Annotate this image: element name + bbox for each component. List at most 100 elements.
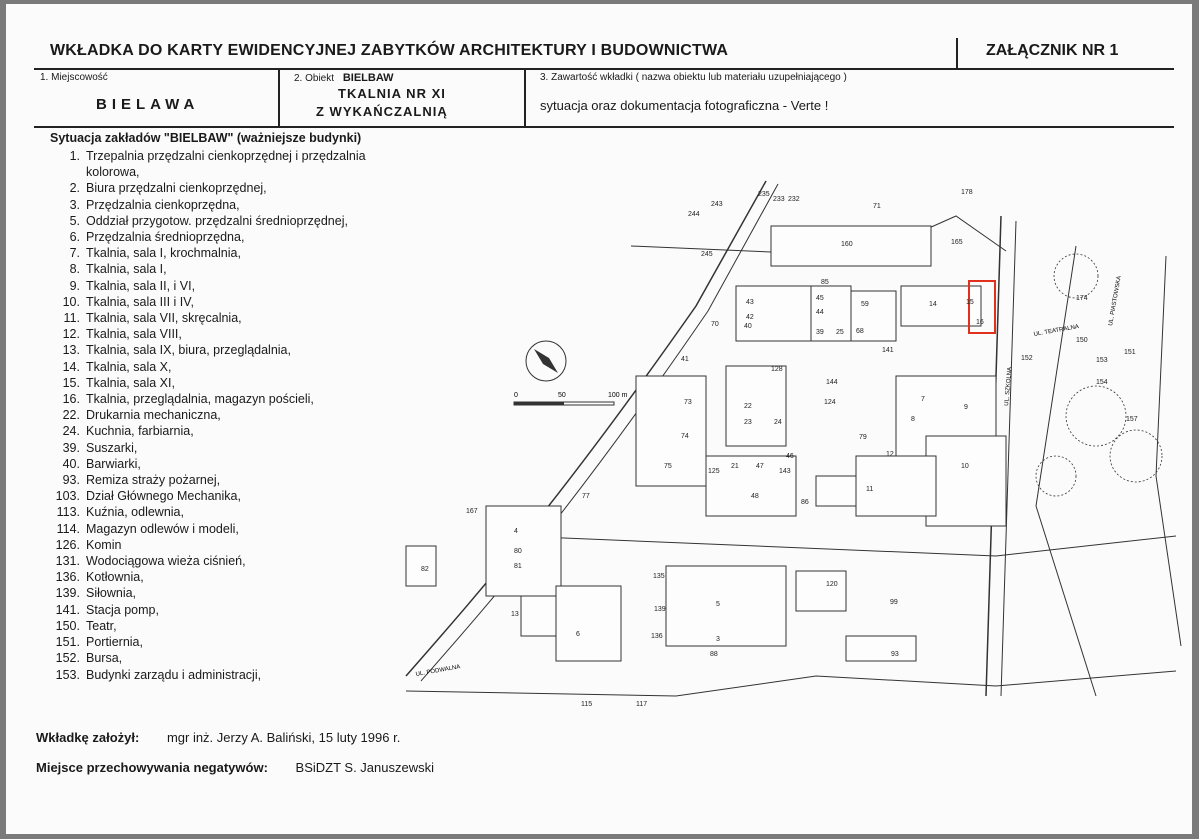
legend-item: 40.Barwiarki, xyxy=(46,456,416,472)
legend-item-number: 6. xyxy=(69,230,80,245)
storage-line: Miejsce przechowywania negatywów: BSiDZT… xyxy=(36,760,434,775)
building-label: 68 xyxy=(856,328,864,335)
building-label: 151 xyxy=(1124,349,1136,356)
legend-item-number: 150. xyxy=(55,618,80,633)
building-label: 23 xyxy=(744,419,752,426)
building-label: 174 xyxy=(1076,295,1088,302)
scale-tick-100: 100 m xyxy=(608,392,628,399)
legend-item: 8.Tkalnia, sala I, xyxy=(46,261,416,277)
legend-item-text: Bursa, xyxy=(86,651,123,666)
legend-list: 1.Trzepalnia przędzalni cienkoprzędnej i… xyxy=(46,148,416,683)
legend-item-text: Kuchnia, farbiarnia, xyxy=(86,424,194,439)
document-title: WKŁADKA DO KARTY EWIDENCYJNEJ ZABYTKÓW A… xyxy=(50,42,729,59)
building-label: 15 xyxy=(966,299,974,306)
content-value: sytuacja oraz dokumentacja fotograficzna… xyxy=(540,98,829,113)
legend-item-number: 9. xyxy=(69,278,80,293)
object-label-text: 2. Obiekt xyxy=(294,73,335,84)
field-divider-1 xyxy=(278,68,280,128)
founder-value: mgr inż. Jerzy A. Baliński, 15 luty 1996… xyxy=(166,730,401,745)
building-label: 152 xyxy=(1021,355,1033,362)
building-label: 167 xyxy=(466,508,478,515)
legend-item: 10. Tkalnia, sala III i IV, xyxy=(46,294,416,310)
storage-value: BSiDZT S. Januszewski xyxy=(295,760,434,775)
legend-item-number: 8. xyxy=(69,262,80,277)
object-brand: BIELBAW xyxy=(342,72,394,84)
legend-item-text: Kotłownia, xyxy=(86,570,144,585)
building-label: 25 xyxy=(836,329,844,336)
building-label: 71 xyxy=(873,203,881,210)
founder-label: Wkładkę założył: xyxy=(36,730,140,745)
building-label: 79 xyxy=(859,434,867,441)
building-label: 143 xyxy=(779,468,791,475)
object-line-1: TKALNIA NR XI xyxy=(338,86,446,101)
legend-item-number: 114. xyxy=(56,521,80,536)
legend-item: 24. Kuchnia, farbiarnia, xyxy=(46,423,416,439)
legend-item-text: Tkalnia, sala VII, skręcalnia, xyxy=(86,311,242,326)
legend-item-number: 22. xyxy=(62,408,80,423)
legend-item: 13.Tkalnia, sala IX, biura, przeglądalni… xyxy=(46,342,416,358)
legend-item-text: Tkalnia, sala IX, biura, przeglądalnia, xyxy=(86,343,291,358)
legend-item: 9. Tkalnia, sala II, i VI, xyxy=(46,278,416,294)
legend-item-text: Magazyn odlewów i modeli, xyxy=(86,521,239,536)
building-label: 82 xyxy=(421,566,429,573)
legend-item-number: 10. xyxy=(62,294,80,309)
content-label: 3. Zawartość wkładki ( nazwa obiektu lub… xyxy=(540,72,847,83)
field-divider-2 xyxy=(524,68,526,128)
legend-item-text: Tkalnia, sala X, xyxy=(86,359,172,374)
building-label: 7 xyxy=(921,396,925,403)
legend-item: 16.Tkalnia, przeglądalnia, magazyn pości… xyxy=(46,391,416,407)
header-divider xyxy=(956,38,958,68)
building-label: 80 xyxy=(514,548,522,555)
building-label: 4 xyxy=(514,528,518,535)
building-label: 73 xyxy=(684,399,692,406)
building-label: 48 xyxy=(751,493,759,500)
legend-item: 6.Przędzalnia średnioprzędna, xyxy=(46,229,416,245)
building-label: 24 xyxy=(774,419,782,426)
building-label: 128 xyxy=(771,366,783,373)
building-label: 22 xyxy=(744,403,752,410)
legend-item-text: Siłownia, xyxy=(86,586,137,601)
legend-item-text: Tkalnia, sala III i IV, xyxy=(86,294,194,309)
legend-item-number: 5. xyxy=(69,213,80,228)
legend-item-number: 24. xyxy=(62,424,80,439)
legend-item-text: Tkalnia, sala II, i VI, xyxy=(86,278,196,293)
building-label: 160 xyxy=(841,241,853,248)
building-label: 245 xyxy=(701,251,713,258)
street-label-teatralna: UL. TEATRALNA xyxy=(1033,324,1079,338)
building-label: 10 xyxy=(961,463,969,470)
legend-item: 7. Tkalnia, sala I, krochmalnia, xyxy=(46,245,416,261)
legend-item: 5. Oddział przygotow. przędzalni średniop… xyxy=(46,213,416,229)
legend-item-text: Drukarnia mechaniczna, xyxy=(86,408,221,423)
building-label: 47 xyxy=(756,463,764,470)
building-label: 45 xyxy=(816,295,824,302)
legend-item: 139. Siłownia, xyxy=(46,585,416,601)
legend-item: 103.Dział Głównego Mechanika, xyxy=(46,488,416,504)
building-label: 154 xyxy=(1096,379,1108,386)
legend-item-number: 139. xyxy=(55,586,80,601)
legend-item-number: 7. xyxy=(69,246,80,261)
building-label: 244 xyxy=(688,211,700,218)
legend-item-text: Oddział przygotow. przędzalni średnioprz… xyxy=(86,213,348,228)
legend-item-text: Przędzalnia cienkoprzędna, xyxy=(86,197,240,212)
north-arrow-icon xyxy=(525,340,567,382)
legend-item-number: 16. xyxy=(62,392,80,407)
legend-item-text: Suszarki, xyxy=(86,440,138,455)
legend-item-number: 39. xyxy=(62,440,80,455)
legend-item-text: Tkalnia, sala I, krochmalnia, xyxy=(86,246,241,261)
building-label: 12 xyxy=(886,451,894,458)
legend-item-number: 3. xyxy=(69,197,80,212)
building-label: 59 xyxy=(861,301,869,308)
legend-item-number: 2. xyxy=(69,181,80,196)
legend-item: 114. Magazyn odlewów i modeli, xyxy=(46,521,416,537)
building-label: 5 xyxy=(716,601,720,608)
legend-item-number: 14. xyxy=(62,359,80,374)
building-label: 93 xyxy=(891,651,899,658)
legend-item: 150.Teatr, xyxy=(46,618,416,634)
legend-item-text: Tkalnia, sala VIII, xyxy=(86,327,182,342)
building-label: 235 xyxy=(758,191,770,198)
building-label: 232 xyxy=(788,196,800,203)
site-plan-map: 0 50 100 m UL. TEATRALNA UL. PIASTOWSKA … xyxy=(405,180,1182,708)
scale-tick-50: 50 xyxy=(558,392,566,399)
legend-item-number: 151. xyxy=(55,635,80,650)
legend-item: 12.Tkalnia, sala VIII, xyxy=(46,326,416,342)
